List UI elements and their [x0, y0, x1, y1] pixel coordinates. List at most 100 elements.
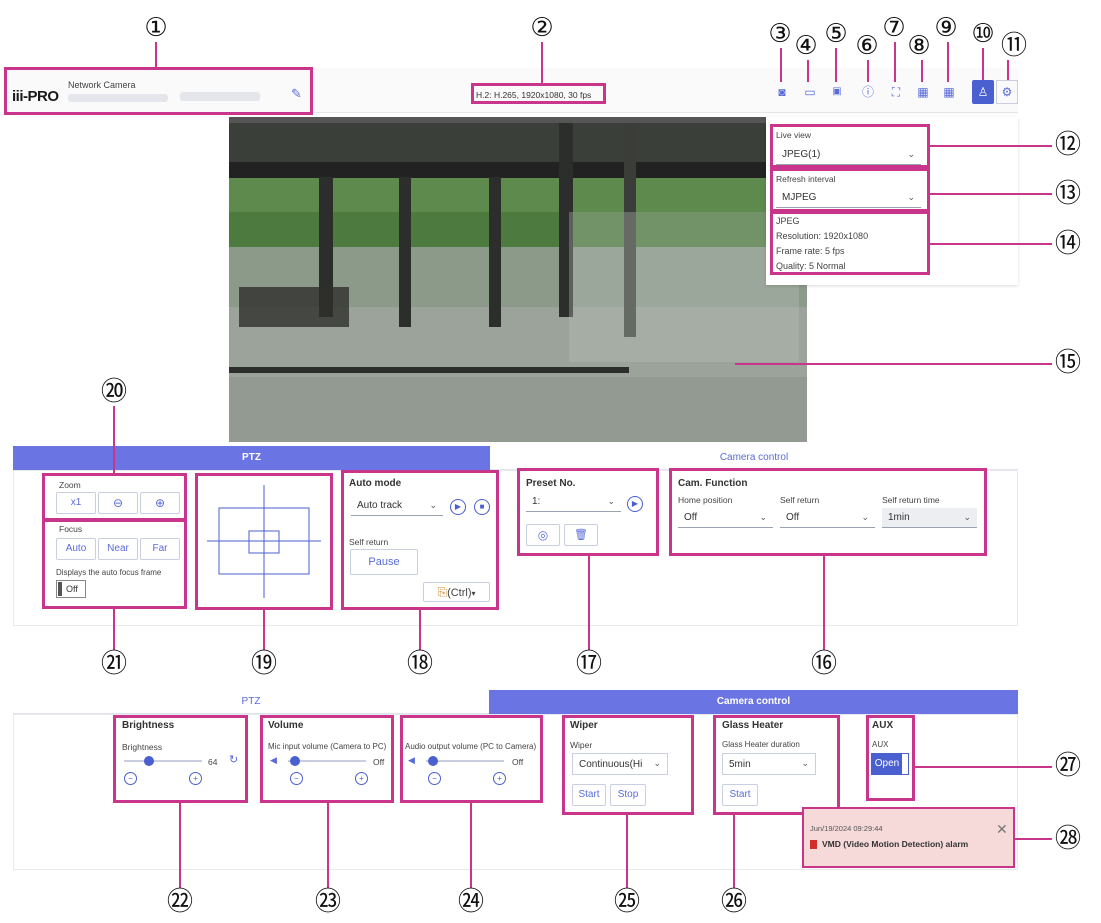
wiper-stop-button[interactable]: Stop — [610, 784, 646, 806]
wiper-title: Wiper — [570, 720, 598, 731]
tab-camera-control-2[interactable]: Camera control — [489, 690, 1018, 714]
auto-mode-stop-icon[interactable]: ■ — [474, 499, 490, 515]
preset-title: Preset No. — [526, 478, 576, 489]
aux-label: AUX — [872, 740, 889, 749]
self-return-fn-label: Self return — [780, 495, 820, 505]
self-return-time-select[interactable]: 1min⌄ — [882, 508, 977, 528]
audio-plus-icon[interactable]: + — [493, 772, 506, 785]
ctrl-button[interactable]: ⎘(Ctrl)▾ — [423, 582, 490, 602]
reset-icon[interactable]: ↻ — [229, 754, 239, 766]
grid-icon[interactable]: ▦ — [917, 85, 929, 99]
callout-7: ⑦ — [882, 13, 906, 43]
brightness-minus-icon[interactable]: − — [124, 772, 137, 785]
cam-function-title: Cam. Function — [678, 478, 748, 489]
auto-mode-value: Auto track — [357, 500, 403, 511]
chevron-down-icon: ⌄ — [607, 495, 615, 506]
fullscreen-icon[interactable]: ⛶ — [891, 85, 901, 99]
mic-plus-icon[interactable]: + — [355, 772, 368, 785]
highlight-13 — [770, 168, 930, 212]
brightness-plus-icon[interactable]: + — [189, 772, 202, 785]
highlight-22 — [113, 715, 248, 803]
auto-mode-start-icon[interactable]: ▶ — [450, 499, 466, 515]
focus-near-button[interactable]: Near — [98, 538, 138, 560]
leader-26 — [733, 815, 735, 888]
tab-camera-control[interactable]: Camera control — [490, 446, 1018, 470]
callout-11: ⑪ — [1000, 31, 1027, 61]
home-position-label: Home position — [678, 495, 733, 505]
highlight-27 — [866, 715, 915, 801]
highlight-25 — [562, 715, 694, 815]
leader-3 — [780, 48, 782, 82]
preset-delete-button[interactable]: 🗑 — [564, 524, 598, 546]
auto-mode-title: Auto mode — [349, 478, 402, 489]
tab-ptz-2[interactable]: PTZ — [13, 690, 489, 714]
glass-heater-select[interactable]: 5min⌄ — [722, 753, 816, 775]
aux-toggle[interactable]: Open — [871, 753, 909, 775]
home-position-value: Off — [684, 512, 698, 523]
zoom-out-button[interactable]: ⊖ — [98, 492, 138, 514]
callout-21: ㉑ — [100, 649, 127, 679]
leader-16 — [823, 555, 825, 650]
mic-minus-icon[interactable]: − — [290, 772, 303, 785]
live-video-scene — [229, 117, 807, 442]
record-icon[interactable]: ▭ — [804, 85, 816, 99]
close-icon[interactable]: ✕ — [996, 821, 1008, 837]
leader-8 — [921, 60, 923, 82]
pause-button[interactable]: Pause — [350, 549, 418, 575]
sd-icon[interactable]: ▣ — [832, 86, 842, 97]
chevron-down-icon: ▾ — [471, 589, 476, 598]
edit-icon[interactable]: ✎ — [291, 86, 302, 101]
focus-far-button[interactable]: Far — [140, 538, 180, 560]
preset-value: 1: — [532, 496, 541, 507]
mic-volume-value: Off — [373, 757, 385, 767]
audio-minus-icon[interactable]: − — [428, 772, 441, 785]
brightness-value: 64 — [208, 757, 218, 767]
leader-1 — [155, 42, 157, 68]
glass-heater-start-button[interactable]: Start — [722, 784, 758, 806]
help-icon[interactable]: ⓘ — [861, 85, 874, 99]
multiscreen-icon[interactable]: ▦ — [943, 85, 955, 99]
self-return-time-label: Self return time — [882, 495, 940, 505]
home-position-select[interactable]: Off⌄ — [678, 508, 773, 528]
ptz-grid — [207, 485, 321, 598]
brightness-label: Brightness — [122, 742, 163, 752]
snapshot-icon[interactable]: ◙ — [778, 85, 786, 99]
mic-volume-slider[interactable] — [288, 760, 366, 762]
refresh-interval-select[interactable]: MJPEG⌄ — [776, 188, 921, 208]
tab-ptz[interactable]: PTZ — [13, 446, 490, 470]
wiper-start-button[interactable]: Start — [572, 784, 606, 806]
self-return-select[interactable]: Off⌄ — [780, 508, 875, 528]
auto-focus-frame-toggle[interactable]: Off — [56, 580, 86, 598]
callout-3: ③ — [768, 19, 792, 49]
live-video[interactable] — [229, 117, 807, 442]
preset-go-icon[interactable]: ▶ — [627, 496, 643, 512]
live-view-select[interactable]: JPEG(1)⌄ — [776, 145, 921, 165]
auto-mode-select[interactable]: Auto track⌄ — [351, 496, 443, 516]
brightness-knob[interactable] — [144, 756, 154, 766]
alarm-notification[interactable]: Jun/19/2024 09:29:44 VMD (Video Motion D… — [802, 807, 1015, 868]
focus-auto-button[interactable]: Auto — [56, 538, 96, 560]
preset-select[interactable]: 1: ⌄ — [526, 492, 621, 512]
settings-icon[interactable]: ⚙ — [996, 80, 1018, 104]
leader-23 — [327, 803, 329, 888]
wiper-select[interactable]: Continuous(Hi⌄ — [572, 753, 668, 775]
glass-heater-value: 5min — [729, 759, 751, 770]
callout-10: ⑩ — [971, 19, 995, 49]
top-bar — [5, 68, 1018, 113]
zoom-in-button[interactable]: ⊕ — [140, 492, 180, 514]
audio-output-knob[interactable] — [428, 756, 438, 766]
mic-volume-knob[interactable] — [290, 756, 300, 766]
ptz-area[interactable] — [195, 473, 333, 610]
live-icon[interactable]: ♙ — [972, 80, 994, 104]
callout-24: ㉔ — [457, 887, 484, 917]
alarm-time: Jun/19/2024 09:29:44 — [810, 824, 883, 833]
trash-icon: 🗑 — [574, 529, 588, 541]
leader-9 — [947, 42, 949, 82]
zoom-x1-button[interactable]: x1 — [56, 492, 96, 514]
preset-register-button[interactable]: ◎ — [526, 524, 560, 546]
leader-18 — [419, 609, 421, 650]
callout-17: ⑰ — [575, 649, 602, 679]
brightness-slider[interactable] — [124, 760, 202, 762]
live-view-label: Live view — [776, 130, 811, 140]
audio-output-slider[interactable] — [426, 760, 504, 762]
